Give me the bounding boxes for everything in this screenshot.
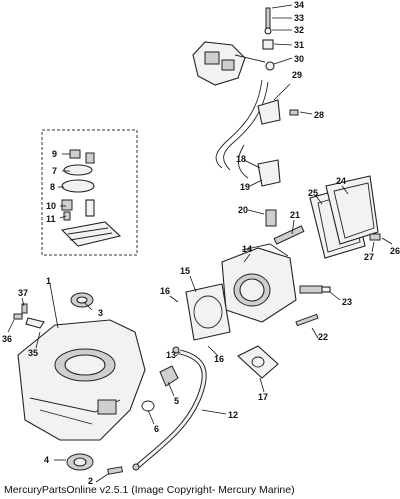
callout-16b: 16 <box>214 354 224 364</box>
callout-25: 25 <box>308 188 318 198</box>
callout-11: 11 <box>46 214 56 224</box>
callout-1: 1 <box>46 276 51 286</box>
callout-7: 7 <box>52 166 57 176</box>
callout-13: 13 <box>166 350 176 360</box>
callout-labels: 1 2 3 4 5 6 7 8 9 10 11 12 13 14 15 16 1… <box>2 0 400 486</box>
inset-detail-box <box>41 129 138 256</box>
callout-23: 23 <box>342 297 352 307</box>
choke-bracket <box>257 159 281 227</box>
crankcase-housing <box>17 319 146 441</box>
copyright-caption: MercuryPartsOnline v2.5.1 (Image Copyrig… <box>4 484 295 496</box>
callout-24: 24 <box>336 176 346 186</box>
control-cables <box>215 79 269 179</box>
throttle-bracket <box>257 99 299 125</box>
small-bolts-left <box>13 303 45 329</box>
callout-9: 9 <box>52 149 57 159</box>
long-bolt <box>295 313 319 327</box>
cylinder-block <box>221 225 305 323</box>
callout-31: 31 <box>294 40 304 50</box>
callout-8: 8 <box>50 182 55 192</box>
callout-26: 26 <box>390 246 400 256</box>
callout-34: 34 <box>294 0 304 10</box>
callout-35: 35 <box>28 348 38 358</box>
callout-17: 17 <box>258 392 268 402</box>
spark-plug <box>299 285 331 294</box>
fuel-line-hose <box>132 346 207 471</box>
callout-10: 10 <box>46 201 56 211</box>
fill-cap <box>141 365 179 412</box>
callout-29: 29 <box>292 70 302 80</box>
callout-37: 37 <box>18 288 28 298</box>
callout-30: 30 <box>294 54 304 64</box>
callout-28: 28 <box>314 110 324 120</box>
linkage-screw <box>262 7 274 50</box>
carburetor <box>192 41 275 86</box>
drain-screw <box>107 466 123 475</box>
callout-15: 15 <box>180 266 190 276</box>
callout-5: 5 <box>174 396 179 406</box>
callout-21: 21 <box>290 210 300 220</box>
callout-14: 14 <box>242 244 252 254</box>
callout-4: 4 <box>44 455 49 465</box>
callout-19: 19 <box>240 182 250 192</box>
callout-20: 20 <box>238 205 248 215</box>
callout-18: 18 <box>236 154 246 164</box>
callout-12: 12 <box>228 410 238 420</box>
callout-33: 33 <box>294 13 304 23</box>
head-gasket <box>185 283 231 341</box>
callout-27: 27 <box>364 252 374 262</box>
callout-3: 3 <box>98 308 103 318</box>
exhaust-plate <box>237 345 279 379</box>
callout-16a: 16 <box>160 286 170 296</box>
cover-and-gasket <box>309 175 381 259</box>
leader-lines <box>7 4 393 483</box>
seal-top <box>70 292 94 308</box>
callout-32: 32 <box>294 25 304 35</box>
seal-bottom <box>66 453 94 471</box>
callout-22: 22 <box>318 332 328 342</box>
callout-36: 36 <box>2 334 12 344</box>
callout-2: 2 <box>88 476 93 486</box>
callout-6: 6 <box>154 424 159 434</box>
